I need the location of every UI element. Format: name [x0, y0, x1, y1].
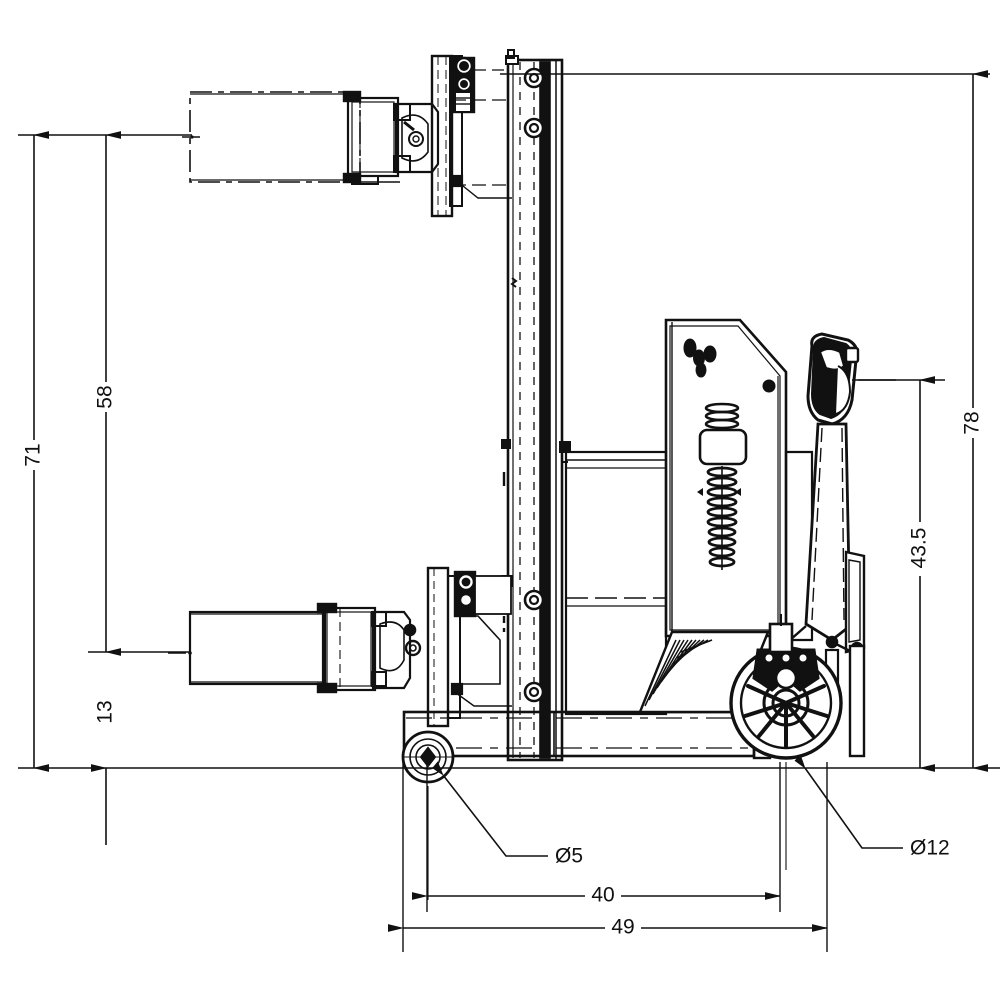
dimension-43-5: 43.5 [904, 376, 936, 772]
upper-fork-assembly [182, 54, 512, 218]
callout-phi5-label: Ø5 [555, 845, 583, 868]
dimension-49: 49 [388, 913, 828, 943]
callout-phi12-label: Ø12 [910, 837, 950, 860]
counterweight [784, 450, 814, 642]
tiller-steering-handle [775, 332, 896, 758]
upper-roller-cluster [450, 56, 476, 114]
lower-fork-carrier [321, 606, 377, 692]
dimension-71-label: 71 [22, 443, 45, 466]
dimension-40: 40 [412, 881, 781, 911]
tiller-arm [804, 422, 852, 642]
dimension-annotations: 71 58 13 78 43.5 [18, 70, 1000, 952]
lower-fork-assembly [168, 566, 512, 728]
mast-assembly [501, 49, 564, 762]
dimension-78-label: 78 [961, 411, 984, 434]
upper-carriage-plate [430, 54, 454, 218]
callout-phi12: Ø12 [794, 754, 950, 860]
dimension-71: 71 [20, 131, 49, 772]
dimension-43-5-label: 43.5 [908, 528, 931, 569]
dimension-58: 58 [92, 131, 121, 656]
lower-roller-cluster [453, 570, 477, 618]
dimension-78: 78 [959, 70, 989, 772]
machine-drawing [168, 49, 896, 900]
dimension-40-label: 40 [591, 884, 614, 907]
callout-phi5: Ø5 [432, 761, 583, 868]
dimension-13: 13 [91, 697, 120, 845]
dimension-13-label: 13 [94, 700, 117, 723]
dimension-49-label: 49 [611, 916, 634, 939]
drive-wheel-assembly [729, 614, 843, 870]
lower-fork-tine [188, 610, 327, 686]
dimension-58-label: 58 [94, 385, 117, 408]
lower-clamp-head [371, 610, 412, 690]
console-controls [683, 338, 776, 393]
hydraulic-ram-bellows [697, 402, 748, 570]
